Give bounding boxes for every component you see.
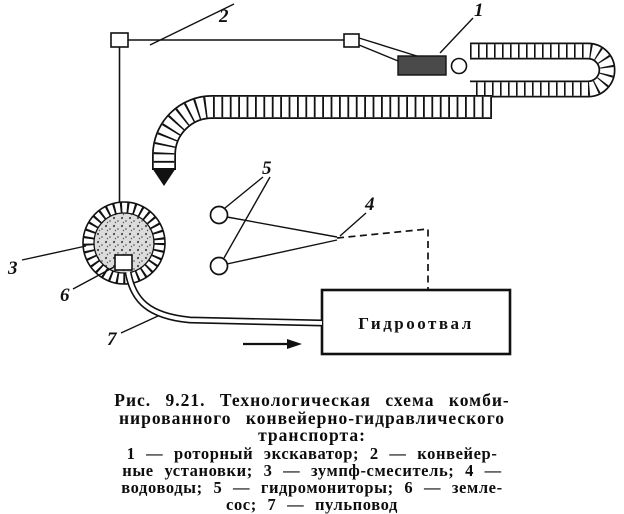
caption-line-4: 1 — роторный экскаватор; 2 — конвейер- [126,443,498,463]
conveyor-middle-belt [153,96,492,170]
rotary-excavator [358,37,468,76]
pulp-pipeline [124,271,323,327]
hydraulic-dump-label: Гидроотвал [358,314,474,333]
pipeline-inner [126,271,323,325]
caption-line-5: ные установки; 3 — зумпф-смеситель; 4 — [122,460,502,480]
conveyor-top-belt [470,44,614,96]
label-2-pointer [149,3,235,46]
conveyor-discharge-tip [152,168,176,186]
hydraulic-dump: Гидроотвал [320,288,512,356]
sump-outer-ring [82,201,166,285]
conveyor-top-loop [470,42,616,98]
monitor-feed-line-2 [226,239,338,265]
label-5: 5 [262,158,272,179]
label-4-pointer [339,212,367,237]
hydromonitor-2 [209,256,229,276]
excavator-support-line-1 [358,37,421,58]
support-mast [110,32,360,203]
label-6: 6 [60,285,70,306]
dredge-pump [114,254,133,271]
conveyor-middle-band [152,95,492,186]
caption-line-1: Рис. 9.21. Технологическая схема комби- [114,390,510,410]
flow-arrow-head [287,339,302,349]
flow-arrow [243,339,302,349]
carriage-block-right [343,33,360,48]
excavator-support-line-2 [358,44,404,64]
carriage-block-left [110,32,129,48]
caption-line-2: нированного конвейерно-гидравлического [118,407,506,428]
sump-teeth [83,202,165,284]
label-1-pointer [439,17,474,54]
label-3: 3 [7,258,18,279]
caption-line-3: транспорта: [258,425,366,445]
monitor-feed-line-1 [226,216,338,238]
water-conduit-dashed [336,228,429,290]
sump-mixer [82,201,166,285]
excavator-body [397,55,447,76]
label-4: 4 [364,194,375,215]
hydromonitor-1 [209,205,229,225]
label-5-pointer-1 [224,176,264,209]
caption-line-6: водоводы; 5 — гидромониторы; 6 — земле- [121,477,503,497]
hydromonitors [209,176,338,276]
pipeline-outer [124,271,323,327]
hydraulic-dump-box [320,288,512,356]
label-3-pointer [21,245,87,261]
label-6-pointer [72,266,115,290]
caption-line-7: сос; 7 — пульповод [226,494,398,514]
label-5-pointer-2 [223,176,271,259]
schematic-diagram: 2 1 3 [7,0,616,356]
label-1: 1 [474,0,484,21]
label-7: 7 [107,329,118,350]
label-7-pointer [120,315,159,334]
excavator-wheel [450,57,468,75]
label-2: 2 [218,6,229,27]
figure-caption: Рис. 9.21. Технологическая схема комби- … [0,390,624,514]
